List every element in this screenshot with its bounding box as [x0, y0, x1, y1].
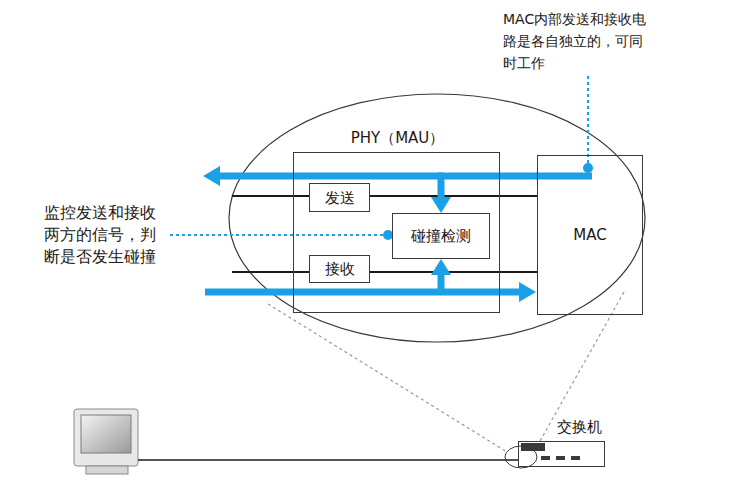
- callout-note: 监控发送和接收两方的信号，判断是否发生碰撞: [44, 202, 166, 268]
- zoom-guide: [268, 304, 507, 452]
- monitor-body: [74, 409, 138, 466]
- signal-arrow: [431, 176, 537, 213]
- receive-branch-head: [431, 259, 451, 275]
- receive-branch: [438, 273, 445, 295]
- box-heading: 交换机: [557, 418, 602, 436]
- collision-detect-box: 碰撞检测: [392, 213, 490, 259]
- box-label: 碰撞检测: [393, 227, 489, 245]
- callout-note: MAC内部发送和接收电路是各自独立的，可同时工作: [503, 8, 651, 74]
- switch-box: 交换机: [518, 441, 605, 467]
- monitor-screen: [81, 415, 131, 453]
- switch-port: [541, 456, 550, 460]
- zoom-marker: [505, 446, 537, 468]
- rx-wire: [232, 271, 537, 273]
- receive-arrowhead: [519, 282, 536, 302]
- box-heading: PHY（MAU）: [351, 129, 445, 147]
- box-label: 接收: [310, 260, 369, 278]
- box-label: 发送: [310, 189, 369, 207]
- signal-line: [441, 176, 537, 199]
- send-flow: [218, 173, 444, 180]
- switch-port: [571, 456, 580, 460]
- send-arrowhead: [203, 166, 220, 186]
- monitor-base: [86, 466, 128, 474]
- leader-line: [587, 76, 589, 164]
- network-cable: [138, 459, 518, 461]
- zoom-ellipse: [229, 94, 645, 342]
- leader-dot: [583, 163, 593, 173]
- zoom-guide: [535, 292, 624, 450]
- tx-wire: [232, 195, 537, 197]
- send-flow: [536, 173, 592, 180]
- send-box: 发送: [309, 183, 370, 212]
- phy-box: 发送碰撞检测接收PHY（MAU）: [293, 152, 500, 313]
- receive-box: 接收: [309, 255, 370, 283]
- leader-line: [170, 234, 384, 236]
- box-label: MAC: [538, 226, 642, 244]
- arrowhead: [431, 197, 451, 213]
- switch-port: [556, 456, 565, 460]
- receive-flow: [205, 289, 520, 296]
- mac-box: MAC: [537, 155, 643, 315]
